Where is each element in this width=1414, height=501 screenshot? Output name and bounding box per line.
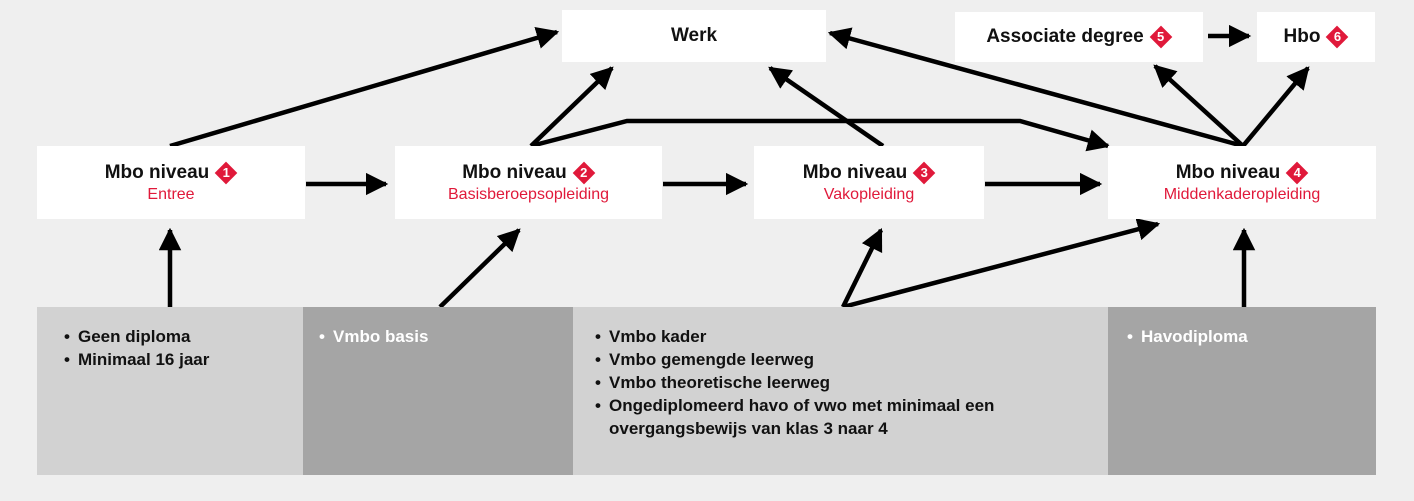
level-1-badge-icon: 1 bbox=[215, 162, 237, 184]
werk-box: Werk bbox=[562, 10, 826, 62]
requirement-item: Vmbo basis bbox=[319, 325, 573, 348]
requirement-item: Vmbo theoretische leerweg bbox=[595, 371, 1108, 394]
mbo-niveau-3-title: Mbo niveau bbox=[802, 161, 908, 183]
level-3-badge-icon: 3 bbox=[913, 162, 935, 184]
mbo-niveau-3-subtitle: Vakopleiding bbox=[823, 185, 915, 203]
arrow-mbo2-to-werk bbox=[529, 66, 614, 148]
requirement-item: Geen diploma bbox=[64, 325, 303, 348]
mbo-niveau-4-box: Mbo niveau 4 Middenkaderopleiding bbox=[1108, 146, 1376, 219]
werk-title: Werk bbox=[670, 25, 718, 46]
requirement-item: Vmbo kader bbox=[595, 325, 1108, 348]
requirement-item: Minimaal 16 jaar bbox=[64, 348, 303, 371]
mbo-niveau-2-title: Mbo niveau bbox=[462, 161, 567, 183]
arrow-vmbo-kader-to-mbo4 bbox=[842, 218, 1161, 310]
level-4-badge-icon: 4 bbox=[1286, 162, 1308, 184]
mbo-niveau-3-box: Mbo niveau 3 Vakopleiding bbox=[754, 146, 984, 219]
hbo-title: Hbo bbox=[1283, 26, 1321, 47]
level-6-badge-icon: 6 bbox=[1326, 26, 1348, 48]
level-5-badge-icon: 5 bbox=[1150, 26, 1172, 48]
level-2-badge-icon: 2 bbox=[573, 162, 595, 184]
arrow-mbo4-to-hbo bbox=[1241, 66, 1310, 148]
associate-degree-box: Associate degree 5 bbox=[955, 12, 1203, 62]
mbo-niveau-1-box: Mbo niveau 1 Entree bbox=[37, 146, 305, 219]
arrow-vmbo-kader-to-mbo3 bbox=[840, 227, 884, 308]
hbo-box: Hbo 6 bbox=[1257, 12, 1375, 62]
requirement-item: Ongediplomeerd havo of vwo met minimaal … bbox=[595, 394, 1049, 440]
arrow-mbo3-to-werk bbox=[768, 66, 885, 148]
mbo-niveau-2-box: Mbo niveau 2 Basisberoepsopleiding bbox=[395, 146, 662, 219]
requirements-mbo2: Vmbo basis bbox=[303, 307, 573, 475]
requirements-mbo3-4: Vmbo kader Vmbo gemengde leerweg Vmbo th… bbox=[573, 307, 1108, 475]
associate-degree-title: Associate degree bbox=[986, 26, 1144, 47]
requirements-mbo4: Havodiploma bbox=[1108, 307, 1376, 475]
arrow-vmbo-basis-to-mbo2 bbox=[438, 228, 521, 309]
mbo-niveau-1-subtitle: Entree bbox=[147, 185, 195, 203]
arrow-mbo1-to-werk bbox=[169, 26, 560, 149]
mbo-niveau-4-title: Mbo niveau bbox=[1175, 161, 1281, 183]
arrow-mbo2-to-mbo4 bbox=[530, 118, 1111, 152]
mbo-niveau-2-subtitle: Basisberoepsopleiding bbox=[448, 185, 609, 203]
mbo-niveau-4-subtitle: Middenkaderopleiding bbox=[1163, 185, 1321, 203]
arrow-mbo4-to-werk bbox=[827, 27, 1244, 149]
mbo-niveau-1-title: Mbo niveau bbox=[104, 161, 210, 183]
requirement-item: Vmbo gemengde leerweg bbox=[595, 348, 1108, 371]
arrow-mbo4-to-ad bbox=[1153, 64, 1245, 148]
requirement-item: Havodiploma bbox=[1127, 325, 1376, 348]
requirements-mbo1: Geen diploma Minimaal 16 jaar bbox=[37, 307, 303, 475]
